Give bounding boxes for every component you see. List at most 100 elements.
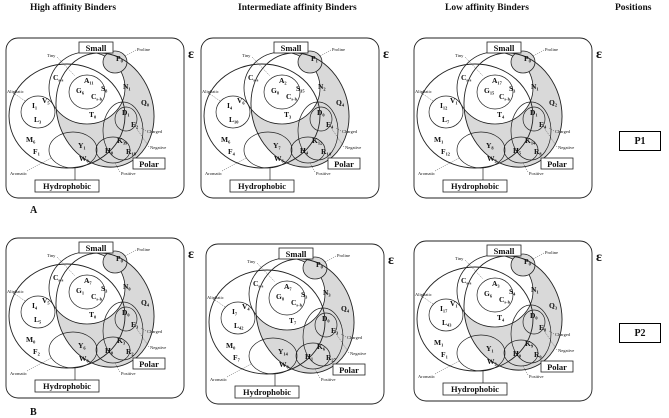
positive-set-outline: [290, 136, 326, 164]
amino-acid-p: P0: [524, 54, 532, 64]
positive-leader: [314, 368, 321, 379]
amino-acid-k: K9: [525, 339, 534, 349]
charged-set-outline: [510, 304, 552, 364]
amino-acid-y: Y6: [78, 341, 86, 351]
venn-diagram-p2-high: SmallPolarHydrophobicεTinyProlineAliphat…: [5, 237, 194, 399]
charged-set-outline: [102, 101, 144, 161]
hydrophobic-label-box: [234, 385, 300, 399]
amino-acid-i: I12: [440, 101, 447, 111]
aliphatic-label: Aliphatic: [7, 89, 24, 94]
amino-acid-g: G1: [76, 286, 84, 296]
amino-acid-r: R27: [326, 353, 337, 363]
venn-diagram-p1-low: SmallPolarHydrophobicεTinyProlineAliphat…: [413, 37, 602, 199]
small-label-box: [273, 41, 309, 54]
polar-label-box: [327, 157, 361, 170]
amino-acid-n: N1: [123, 82, 131, 92]
small-label: Small: [86, 43, 107, 53]
universe-frame: [413, 37, 593, 199]
amino-acid-n: N1: [531, 285, 539, 295]
hydrophobic-label-box: [229, 179, 295, 193]
epsilon-symbol: ε: [188, 247, 194, 262]
charged-leader: [548, 127, 555, 132]
position-label-p1: P1: [619, 131, 661, 151]
aromatic-label: Aromatic: [210, 377, 227, 382]
proline-leader: [319, 49, 332, 57]
tiny-set-outline: [263, 74, 301, 110]
amino-acid-r: R0: [534, 350, 542, 360]
amino-acid-v: V1: [450, 96, 458, 106]
amino-acid-s: S3: [101, 284, 108, 294]
proline-leader: [532, 252, 545, 260]
amino-acid-csh: Cs-h: [499, 295, 511, 305]
universe-frame: [413, 240, 593, 402]
negative-label: Negative: [345, 145, 361, 150]
amino-acid-p: P0: [116, 254, 124, 264]
amino-acid-r: R14: [321, 147, 332, 157]
amino-acid-s: S15: [296, 84, 305, 94]
amino-acid-v: V5: [42, 296, 50, 306]
charged-set-outline: [297, 101, 339, 161]
header-high-affinity: High affinity Binders: [30, 3, 117, 13]
negative-label: Negative: [150, 345, 166, 350]
amino-acid-g: G8: [271, 86, 280, 96]
amino-acid-y: Y14: [278, 347, 289, 357]
small-label-box: [486, 244, 522, 257]
charged-set-outline: [302, 307, 344, 367]
proline-set-outline: [510, 253, 536, 277]
positive-label: Positive: [121, 171, 136, 176]
amino-acid-i: I7: [232, 307, 238, 317]
amino-acid-l: L3: [34, 115, 42, 125]
hydrophobic-label: Hydrophobic: [43, 381, 91, 391]
aliphatic-label: Aliphatic: [415, 292, 432, 297]
amino-acid-q: Q4: [341, 304, 350, 314]
amino-acid-c: Cs-s: [53, 73, 64, 83]
aliphatic-leader: [209, 93, 221, 102]
amino-acid-d: D0: [317, 108, 325, 118]
amino-acid-w: W6: [274, 154, 285, 164]
amino-acid-a: A2: [279, 76, 287, 86]
small-label-box: [278, 247, 314, 260]
epsilon-symbol: ε: [596, 250, 602, 265]
aliphatic-set-outline: [220, 301, 256, 335]
position-label-p2: P2: [619, 323, 661, 343]
amino-acid-m: M0: [26, 335, 36, 345]
hydrophobic-set-outline: [8, 63, 126, 169]
amino-acid-l: L43: [442, 318, 452, 328]
amino-acid-m: M0: [226, 341, 236, 351]
polar-label-box: [132, 357, 166, 370]
polar-set-outline: [255, 258, 355, 374]
positive-leader: [522, 365, 529, 376]
positive-label: Positive: [529, 171, 544, 176]
polar-label-box: [540, 157, 574, 170]
amino-acid-v: V4: [242, 302, 250, 312]
aliphatic-set-outline: [215, 95, 251, 129]
tiny-label: Tiny: [247, 259, 256, 264]
amino-acid-h: H0: [105, 146, 114, 156]
hydrophobic-label: Hydrophobic: [451, 181, 499, 191]
amino-acid-f: F1: [441, 350, 448, 360]
amino-acid-f: F1: [33, 147, 40, 157]
aliphatic-label: Aliphatic: [415, 89, 432, 94]
panel-label-a: A: [30, 205, 38, 216]
panel-label-b: B: [30, 407, 37, 418]
amino-acid-p: P0: [316, 260, 324, 270]
positive-label: Positive: [121, 371, 136, 376]
polar-set-outline: [55, 52, 155, 168]
aromatic-label: Aromatic: [10, 171, 27, 176]
venn-diagram-p2-low: SmallPolarHydrophobicεTinyProlineAliphat…: [413, 240, 602, 402]
aromatic-label: Aromatic: [418, 374, 435, 379]
amino-acid-csh: Cs-h: [291, 298, 303, 308]
aromatic-set-outline: [243, 131, 293, 169]
amino-acid-e: E3: [131, 320, 139, 330]
amino-acid-q: Q4: [336, 98, 345, 108]
positive-leader: [522, 162, 529, 173]
amino-acid-k: K3: [117, 336, 126, 346]
amino-acid-m: M6: [221, 135, 231, 145]
amino-acid-s: S3: [509, 84, 516, 94]
amino-acid-t: T0: [89, 310, 97, 320]
amino-acid-v: V1: [450, 299, 458, 309]
hydrophobic-set-outline: [203, 63, 321, 169]
negative-set-outline: [522, 106, 546, 132]
tiny-label: Tiny: [47, 253, 56, 258]
aromatic-label: Aromatic: [418, 171, 435, 176]
